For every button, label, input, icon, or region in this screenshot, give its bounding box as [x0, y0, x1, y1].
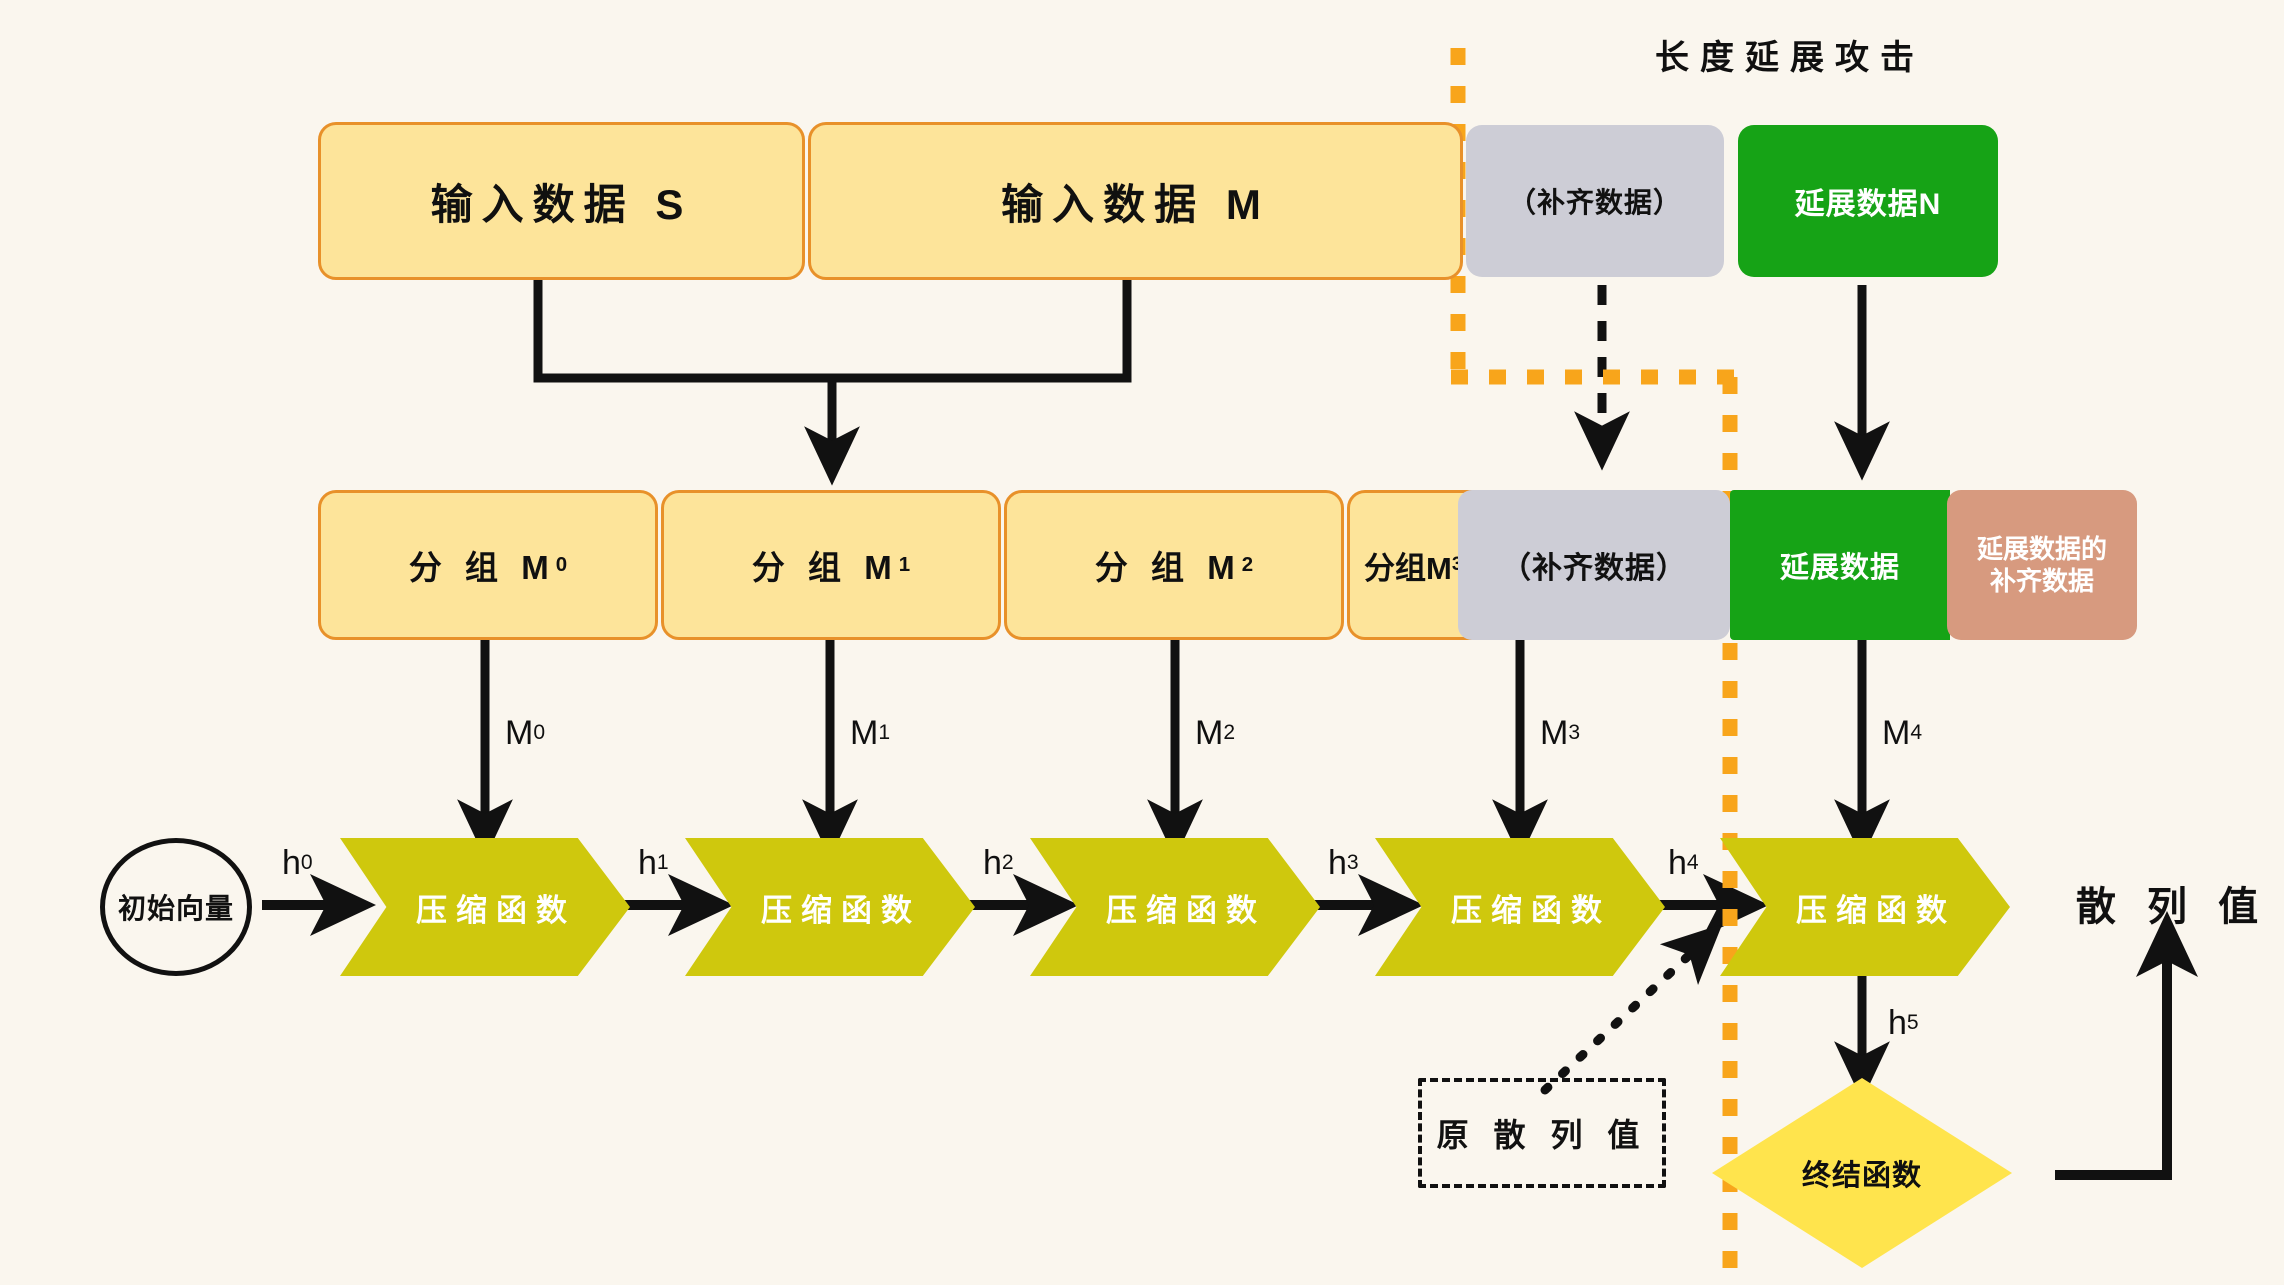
message-label-m1-text: M: [850, 713, 879, 752]
compression-function-1: 压缩函数: [340, 838, 630, 976]
hash-output-arrow: [2055, 911, 2198, 1180]
chain-label-h5-sub: 5: [1906, 1011, 1919, 1034]
message-label-m2-sub: 2: [1223, 721, 1236, 744]
message-label-m2-text: M: [1195, 713, 1224, 752]
input-data-s-box: 输入数据 S: [318, 122, 805, 280]
block-m0-subscript: 0: [555, 553, 568, 576]
message-label-m0-sub: 0: [533, 721, 546, 744]
initial-vector-circle: 初始向量: [100, 838, 252, 976]
extension-padding-line-2: 补齐数据: [1989, 566, 2094, 596]
compression-function-5: 压缩函数: [1720, 838, 2010, 976]
message-arrows: [457, 640, 1890, 859]
block-padding-box: （补齐数据）: [1458, 490, 1730, 640]
block-m3-subscript: 3: [1452, 554, 1463, 576]
chain-label-h4-text: h: [1668, 843, 1687, 882]
block-m3-label: 分组M: [1364, 550, 1452, 586]
block-m2-subscript: 2: [1241, 553, 1254, 576]
hash-output-label: 散 列 值: [2075, 885, 2269, 929]
chain-label-h3-text: h: [1328, 843, 1347, 882]
page-title: 长度延展攻击: [1655, 38, 1925, 77]
extension-data-n-box: 延展数据N: [1738, 125, 1998, 277]
block-extension-padding-box: 延展数据的 补齐数据: [1947, 490, 2137, 640]
compression-function-2: 压缩函数: [685, 838, 975, 976]
chain-label-h1-text: h: [638, 843, 657, 882]
chain-label-h3-sub: 3: [1346, 851, 1359, 874]
block-extension-box: 延展数据: [1730, 490, 1950, 640]
chain-label-h2-sub: 2: [1001, 851, 1014, 874]
original-hash-box: 原 散 列 值: [1418, 1078, 1666, 1188]
chain-label-h2-text: h: [983, 843, 1002, 882]
message-label-m0-text: M: [505, 713, 534, 752]
input-data-m-box: 输入数据 M: [808, 122, 1463, 280]
chain-label-h4-sub: 4: [1686, 851, 1699, 874]
block-m1-label: 分 组 M: [751, 549, 899, 586]
chain-label-h0-sub: 0: [300, 851, 313, 874]
merge-bracket: [533, 280, 1132, 486]
input-padding-box: （补齐数据）: [1466, 125, 1724, 277]
block-m2-label: 分 组 M: [1094, 549, 1242, 586]
message-label-m4-text: M: [1882, 713, 1911, 752]
block-m1-subscript: 1: [898, 553, 911, 576]
message-label-m3-sub: 3: [1568, 721, 1581, 744]
extension-padding-line-1: 延展数据的: [1976, 533, 2107, 564]
chain-label-h0-text: h: [282, 843, 301, 882]
chain-label-h1-sub: 1: [656, 851, 669, 874]
chain-label-h5-text: h: [1888, 1003, 1907, 1042]
finalize-function-diamond: 终结函数: [1712, 1078, 2012, 1268]
message-label-m1-sub: 1: [878, 721, 891, 744]
message-label-m4-sub: 4: [1910, 721, 1923, 744]
message-label-m3-text: M: [1540, 713, 1569, 752]
compression-function-4: 压缩函数: [1375, 838, 1665, 976]
compression-function-3: 压缩函数: [1030, 838, 1320, 976]
finalize-function-label: 终结函数: [1801, 1160, 1922, 1192]
block-m0-label: 分 组 M: [408, 549, 556, 586]
